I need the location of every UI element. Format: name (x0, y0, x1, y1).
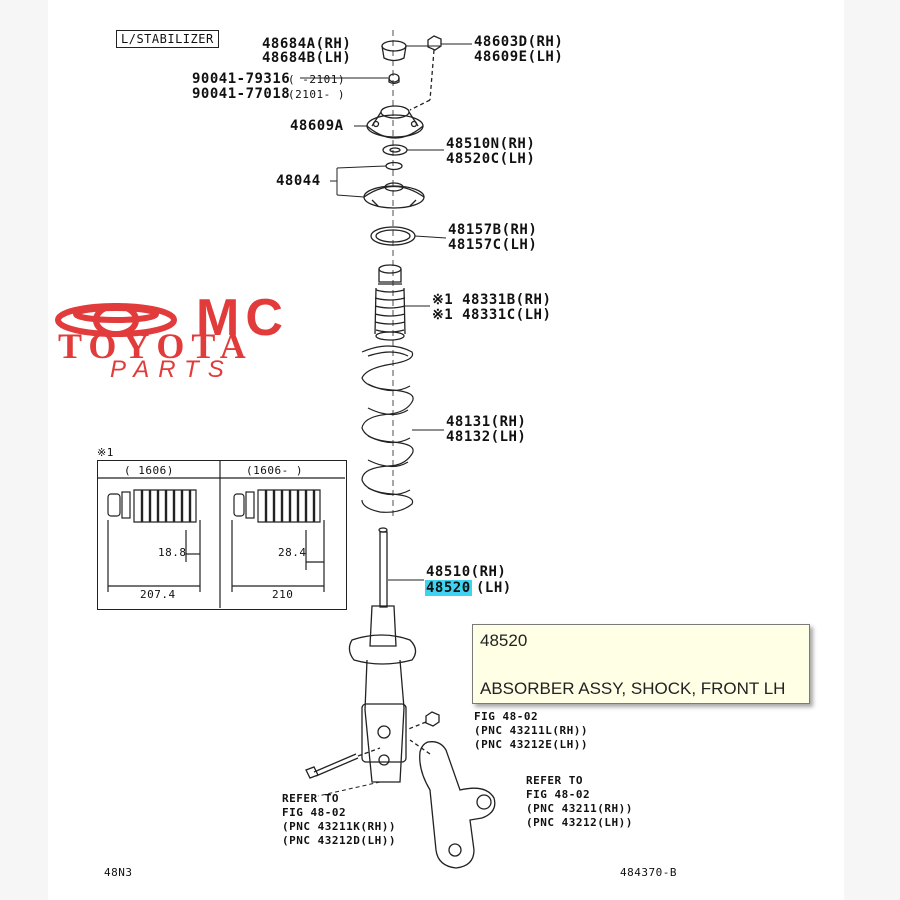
ref-left-line3: (PNC 43211K(RH)) (282, 820, 396, 833)
part-label-48131[interactable]: 48131(RH) (446, 414, 527, 430)
part-range-90041-79316: ( -2101) (288, 73, 345, 86)
inset-left-dim-small: 18.8 (158, 546, 187, 559)
watermark-parts: PARTS (110, 356, 233, 383)
part-tooltip: 48520 ABSORBER ASSY, SHOCK, FRONT LH (472, 624, 810, 704)
nut-48603d (409, 35, 442, 111)
ref-left-line4: (PNC 43212D(LH)) (282, 834, 396, 847)
inset-boot-right (231, 489, 325, 592)
ref-right-line4: (PNC 43212(LH)) (526, 816, 633, 829)
part-label-48044[interactable]: 48044 (276, 173, 321, 189)
part-label-48520-side: (LH) (476, 580, 512, 596)
ref-left-line2[interactable]: FIG 48-02 (282, 806, 347, 819)
inset-left-header: ( 1606) (124, 464, 174, 477)
fig-ref-top-line2: (PNC 43211L(RH)) (474, 724, 588, 737)
part-label-48520-highlighted[interactable]: 48520 (425, 580, 472, 596)
inset-right-dim-total: 210 (272, 588, 294, 601)
part-label-48609e[interactable]: 48609E(LH) (474, 49, 564, 65)
steering-knuckle (409, 739, 496, 869)
part-label-90041-79316[interactable]: 90041-79316 (192, 71, 291, 87)
part-range-90041-77018: (2101- ) (288, 88, 345, 101)
nut-90041 (388, 73, 400, 85)
fig-ref-top-line1[interactable]: FIG 48-02 (474, 710, 539, 723)
watermark-mc: MC (196, 289, 289, 347)
part-label-48331c[interactable]: ※1 48331C(LH) (432, 307, 552, 323)
tooltip-part-number: 48520 (480, 631, 528, 650)
part-label-48609a[interactable]: 48609A (290, 118, 344, 134)
part-label-48132[interactable]: 48132(LH) (446, 429, 527, 445)
ref-left-line1: REFER TO (282, 792, 339, 805)
tooltip-part-description: ABSORBER ASSY, SHOCK, FRONT LH (480, 679, 786, 698)
inset-left-dim-total: 207.4 (140, 588, 176, 601)
ref-right-line2[interactable]: FIG 48-02 (526, 788, 591, 801)
inset-boot-left (107, 489, 201, 592)
footer-right-code: 484370-B (620, 866, 677, 879)
bump-cap-48684 (381, 40, 407, 62)
toyota-logo-mark (55, 303, 177, 337)
part-label-48684a[interactable]: 48684A(RH) (262, 36, 352, 52)
part-label-48510n[interactable]: 48510N(RH) (446, 136, 536, 152)
inset-right-header: (1606- ) (246, 464, 303, 477)
part-label-48684b[interactable]: 48684B(LH) (262, 50, 352, 66)
fig-ref-top-line3: (PNC 43212E(LH)) (474, 738, 588, 751)
inset-right-dim-small: 28.4 (278, 546, 307, 559)
ref-right-line3: (PNC 43211(RH)) (526, 802, 633, 815)
part-label-90041-77018[interactable]: 90041-77018 (192, 86, 291, 102)
shock-absorber-48520 (348, 527, 417, 783)
right-margin (844, 0, 900, 900)
part-label-48331b[interactable]: ※1 48331B(RH) (432, 292, 552, 308)
insulator-48157 (370, 226, 416, 246)
nut-strut-right (405, 711, 440, 731)
footer-left-code: 48N3 (104, 866, 133, 879)
washer-48510n (382, 144, 408, 156)
bolt-lower (305, 747, 381, 779)
part-label-48510[interactable]: 48510(RH) (426, 564, 507, 580)
inset-detail-box (97, 460, 347, 610)
boot-48331 (374, 264, 406, 341)
watermark-toyota: TOYOTA (58, 326, 253, 366)
part-label-48157b[interactable]: 48157B(RH) (448, 222, 538, 238)
part-label-48157c[interactable]: 48157C(LH) (448, 237, 538, 253)
section-header-box: L/STABILIZER (116, 30, 219, 48)
ref-right-line1: REFER TO (526, 774, 583, 787)
inset-detail-drawings (97, 460, 345, 608)
spring-seat-48044 (363, 161, 425, 209)
part-label-48603d[interactable]: 48603D(RH) (474, 34, 564, 50)
coil-spring-48131 (361, 345, 414, 513)
left-margin (0, 0, 48, 900)
inset-mark: ※1 (97, 446, 114, 459)
support-mount-48609a (366, 105, 424, 139)
part-label-48520c[interactable]: 48520C(LH) (446, 151, 536, 167)
